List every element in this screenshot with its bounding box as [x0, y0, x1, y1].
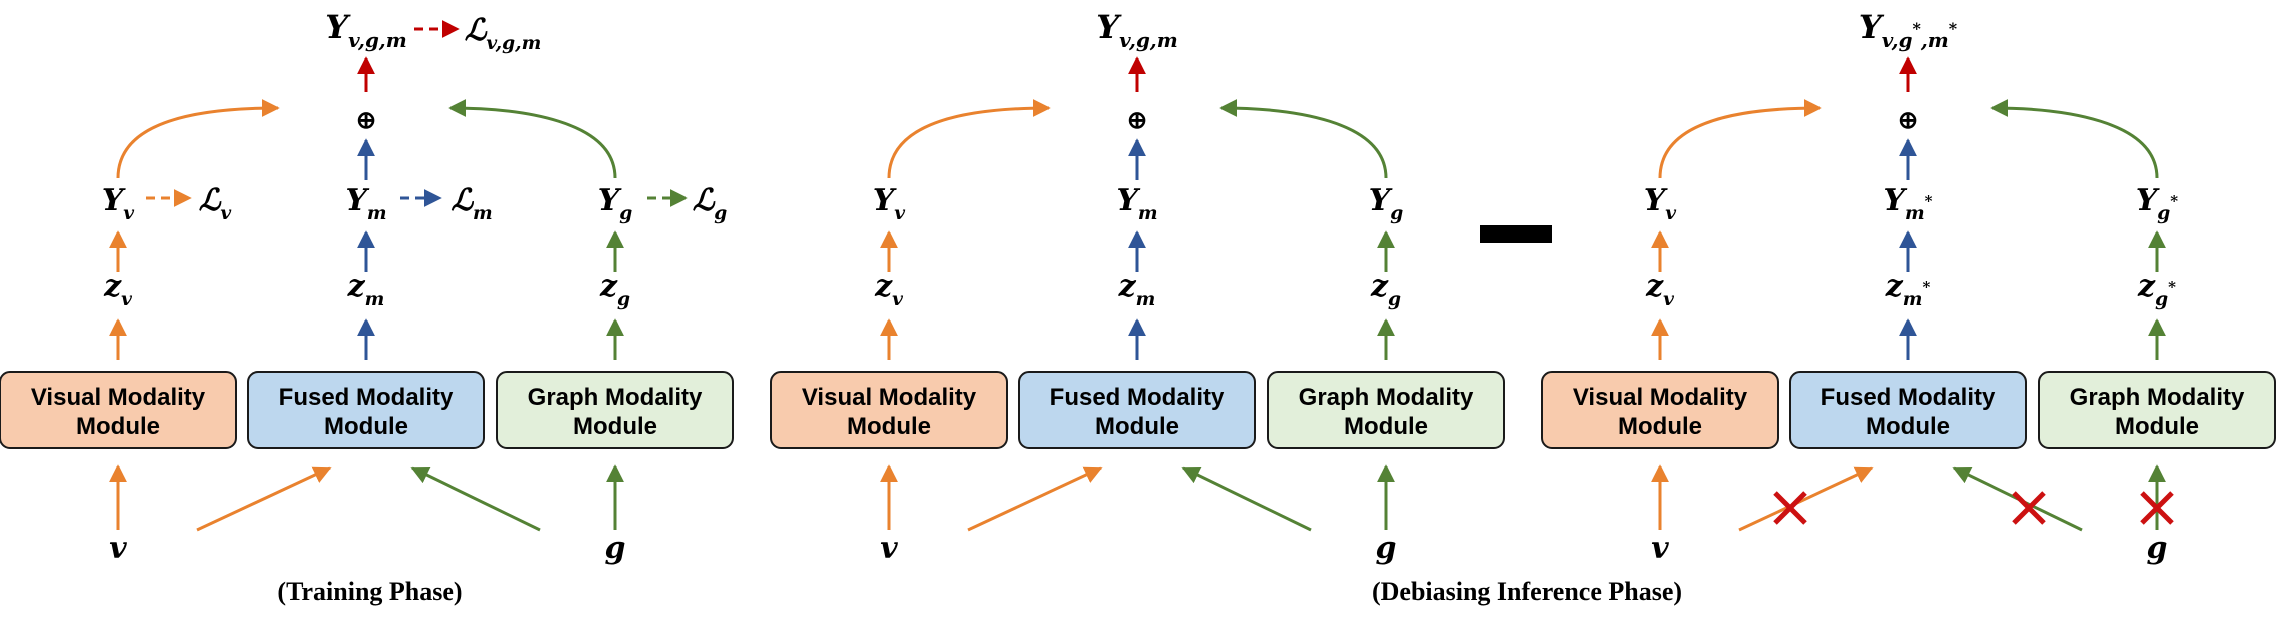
panel2-y-top: Yv,g,m	[1096, 8, 1177, 52]
visual-module-label-line1: Visual Modality	[802, 384, 977, 411]
panel1-curve-yg-to-sum	[448, 99, 617, 179]
fused-module-label-line1: Fused Modality	[1821, 384, 1996, 411]
panel2-curve-yg-to-sum	[1219, 99, 1388, 179]
panel2-z-v: zv	[874, 269, 903, 310]
panel1-y-top: Yv,g,m	[325, 8, 406, 52]
fused-modality-module	[247, 371, 485, 449]
fused-module-label-line1: Fused Modality	[279, 384, 454, 411]
fused-modality-module	[1789, 371, 2027, 449]
panel3-y-g: Yg*	[2136, 183, 2178, 224]
panel1-loss-top: ℒv,g,m	[465, 13, 542, 54]
panel1-y-v: Yv	[102, 183, 134, 224]
panel3-input-g: g	[2147, 531, 2168, 566]
caption-training: (Training Phase)	[277, 577, 462, 606]
visual-module-label-line2: Module	[1618, 413, 1702, 440]
panel1-input-v: v	[109, 531, 127, 566]
visual-modality-module	[1541, 371, 1779, 449]
graph-module-label-line2: Module	[2115, 413, 2199, 440]
panel2-z-g: zg	[1370, 269, 1401, 310]
graph-module-label-line2: Module	[573, 413, 657, 440]
panel3-y-m: Ym*	[1884, 183, 1933, 224]
panel2-y-m: Ym	[1116, 183, 1157, 224]
panel1-y-g: Yg	[598, 183, 632, 224]
panel2-arrow-v-to-fused	[967, 466, 1103, 532]
panel1-curve-yv-to-sum	[116, 99, 280, 179]
panel3-input-v: v	[1651, 531, 1669, 566]
panel1-z-g: zg	[599, 269, 630, 310]
graph-module-label-line1: Graph Modality	[528, 384, 703, 411]
panel3-blocked-g-to-fused-b	[2012, 491, 2046, 525]
visual-module-label-line2: Module	[76, 413, 160, 440]
panel1-arrow-g-to-fused	[410, 466, 541, 532]
fused-module-label-line2: Module	[324, 413, 408, 440]
panel3-y-top: Yv,g*,m*	[1859, 8, 1958, 52]
panel3-sum-operator: ⊕	[1898, 107, 1918, 134]
fused-module-label-line1: Fused Modality	[1050, 384, 1225, 411]
graph-module-label-line1: Graph Modality	[2070, 384, 2245, 411]
graph-modality-module	[496, 371, 734, 449]
fused-module-label-line2: Module	[1866, 413, 1950, 440]
panel3-z-g: zg*	[2137, 269, 2176, 310]
panel2-y-v: Yv	[873, 183, 905, 224]
panel2-y-g: Yg	[1369, 183, 1403, 224]
panel2-arrow-g-to-fused	[1181, 466, 1312, 532]
fused-modality-module	[1018, 371, 1256, 449]
graph-modality-module	[2038, 371, 2276, 449]
panel3-blocked-v-to-fused-b	[1773, 491, 1807, 525]
panel1-input-g: g	[605, 531, 626, 566]
panel2-input-g: g	[1376, 531, 1397, 566]
panel2-input-v: v	[880, 531, 898, 566]
panel3-curve-yg-to-sum	[1990, 99, 2159, 179]
panel2-sum-operator: ⊕	[1127, 107, 1147, 134]
panel2-z-m: zm	[1118, 269, 1156, 310]
panel3-y-v: Yv	[1644, 183, 1676, 224]
panel1-loss-m: ℒm	[451, 183, 492, 224]
visual-modality-module	[0, 371, 237, 449]
panel2-curve-yv-to-sum	[887, 99, 1051, 179]
graph-module-label-line2: Module	[1344, 413, 1428, 440]
panel3-z-v: zv	[1645, 269, 1674, 310]
panel1-sum-operator: ⊕	[356, 107, 376, 134]
visual-module-label-line1: Visual Modality	[1573, 384, 1748, 411]
panel1-z-m: zm	[347, 269, 385, 310]
panel3-curve-yv-to-sum	[1658, 99, 1822, 179]
panel1-arrow-v-to-fused	[196, 466, 332, 532]
panel1-y-m: Ym	[345, 183, 386, 224]
visual-module-label-line1: Visual Modality	[31, 384, 206, 411]
visual-modality-module	[770, 371, 1008, 449]
fused-module-label-line2: Module	[1095, 413, 1179, 440]
panel3-blocked-g-to-graph-b	[2140, 491, 2174, 525]
panel1-z-v: zv	[103, 269, 132, 310]
graph-module-label-line1: Graph Modality	[1299, 384, 1474, 411]
visual-module-label-line2: Module	[847, 413, 931, 440]
panel1-loss-g: ℒg	[693, 183, 728, 224]
minus-sign	[1480, 225, 1552, 243]
graph-modality-module	[1267, 371, 1505, 449]
panel1-loss-v: ℒv	[199, 183, 232, 224]
panel3-arrow-v-to-fused	[1738, 466, 1874, 532]
caption-inference: (Debiasing Inference Phase)	[1372, 577, 1682, 606]
panel3-z-m: zm*	[1885, 269, 1931, 310]
